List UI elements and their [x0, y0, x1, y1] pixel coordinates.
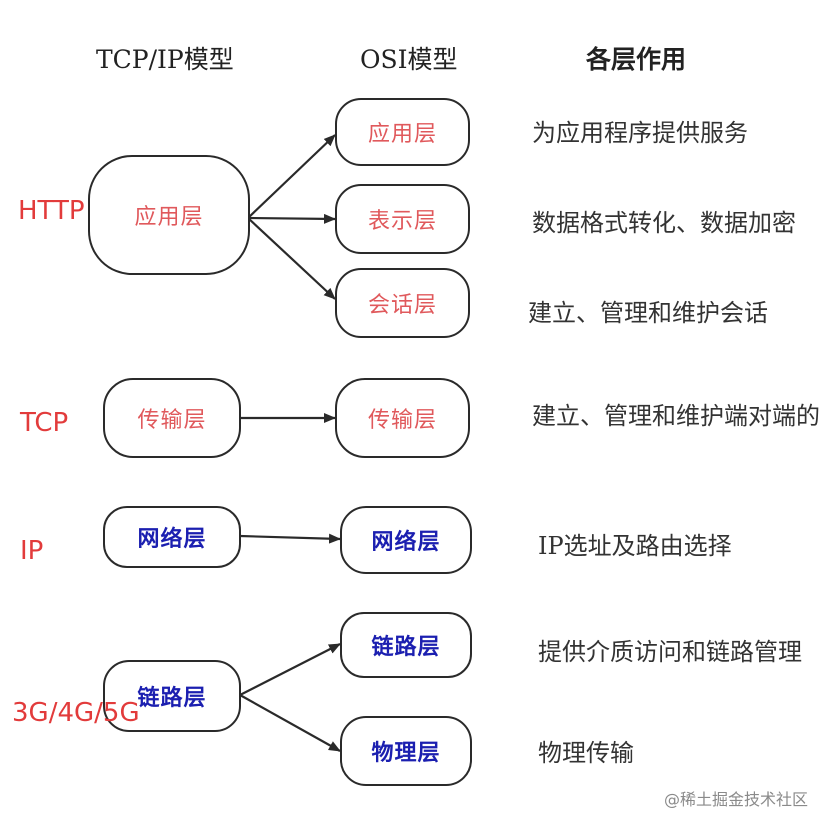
osi-physical-layer: 物理层: [340, 716, 472, 786]
desc-transport: 建立、管理和维护端对端的: [532, 402, 820, 430]
arrow-link-to-datalink: [239, 643, 341, 696]
desc-network: IP选址及路由选择: [538, 532, 732, 560]
desc-datalink: 提供介质访问和链路管理: [538, 638, 802, 666]
protocol-http: HTTP: [18, 196, 85, 226]
arrow-link-to-physical: [239, 694, 341, 752]
osi-application-layer: 应用层: [335, 98, 470, 166]
arrow-app-to-session: [247, 217, 336, 300]
arrow-network: [239, 533, 341, 544]
osi-presentation-layer: 表示层: [335, 184, 470, 254]
osi-datalink-layer: 链路层: [340, 612, 472, 678]
header-layer-role: 各层作用: [586, 45, 687, 74]
tcpip-application-layer: 应用层: [88, 155, 250, 275]
desc-application: 为应用程序提供服务: [532, 119, 748, 147]
osi-session-layer: 会话层: [335, 268, 470, 338]
tcpip-link-layer: 链路层: [103, 660, 241, 732]
desc-physical: 物理传输: [538, 739, 634, 767]
protocol-3g-4g-5g: 3G/4G/5G: [12, 698, 140, 728]
arrow-app-to-application: [247, 134, 336, 219]
protocol-tcp: TCP: [20, 408, 69, 438]
header-osi-model: OSI模型: [360, 45, 458, 74]
tcpip-transport-layer: 传输层: [103, 378, 241, 458]
desc-session: 建立、管理和维护会话: [528, 299, 768, 327]
osi-transport-layer: 传输层: [335, 378, 470, 458]
desc-presentation: 数据格式转化、数据加密: [532, 209, 796, 237]
tcpip-network-layer: 网络层: [103, 506, 241, 568]
watermark: @稀土掘金技术社区: [663, 790, 808, 809]
osi-network-layer: 网络层: [340, 506, 472, 574]
header-tcpip-model: TCP/IP模型: [96, 45, 234, 74]
protocol-ip: IP: [20, 536, 44, 566]
arrow-app-to-presentation: [247, 213, 336, 224]
